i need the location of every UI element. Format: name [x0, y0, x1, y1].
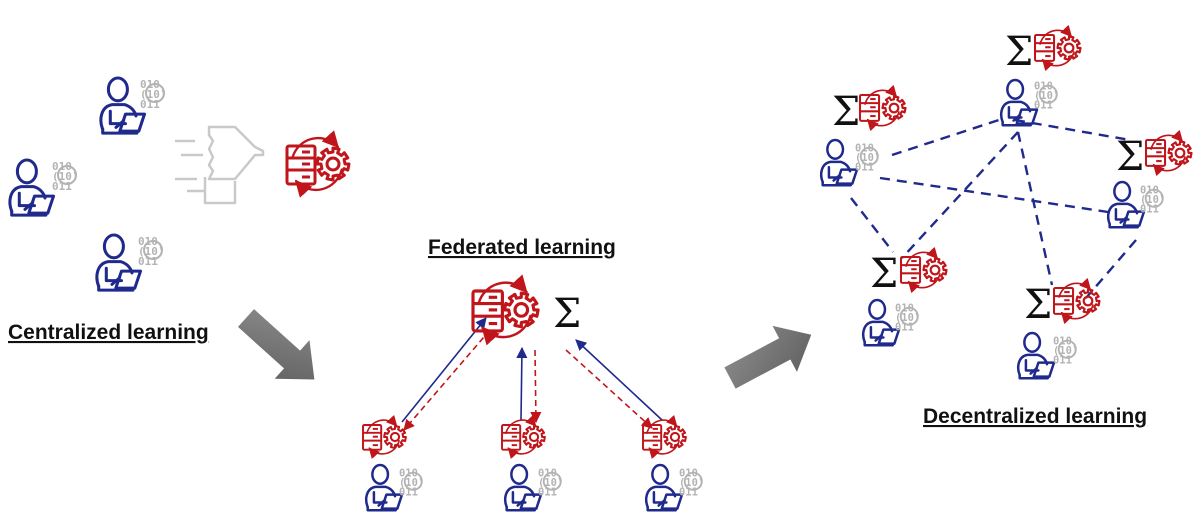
- refresh-cycle-icon: [291, 130, 343, 198]
- peer-link: [1016, 131, 1054, 286]
- user-laptop-icon: [1017, 331, 1056, 380]
- peer-link: [901, 131, 1019, 259]
- server-icon: [285, 144, 317, 186]
- gear-icon: [315, 146, 351, 182]
- sigma-aggregation-icon: Σ: [553, 291, 581, 337]
- refresh-cycle-icon: [366, 414, 400, 460]
- sigma-aggregation-icon: Σ: [870, 251, 898, 297]
- refresh-cycle-icon: [646, 414, 680, 460]
- binary-data-icon: 010(10)011: [679, 468, 704, 499]
- refresh-cycle-icon: [864, 84, 900, 132]
- peer-link: [850, 197, 894, 253]
- icon-layer: 010(10)011010(10)011010(10)011Σ010(10)01…: [8, 24, 1193, 512]
- refresh-cycle-icon: [1150, 129, 1186, 177]
- gear-icon: [922, 257, 948, 283]
- peer-link: [1014, 118, 1131, 142]
- model-update-arrow: [403, 329, 491, 431]
- sigma-aggregation-icon: Σ: [1024, 282, 1052, 328]
- gear-icon: [502, 291, 540, 329]
- server-icon: [471, 289, 504, 333]
- server-icon: [1052, 286, 1075, 315]
- server-icon: [1033, 33, 1056, 62]
- model-update-arrow: [401, 317, 487, 423]
- connection-links: [401, 116, 1137, 431]
- user-laptop-icon: [365, 463, 404, 512]
- peer-link: [1085, 239, 1137, 299]
- gear-icon: [1167, 140, 1193, 166]
- binary-data-icon: 010(10)011: [1140, 185, 1165, 216]
- gear-icon: [522, 425, 546, 449]
- model-update-arrow: [565, 349, 653, 429]
- user-laptop-icon: [1107, 180, 1146, 229]
- refresh-cycle-icon: [1058, 277, 1094, 325]
- binary-data-icon: 010(10)011: [1053, 336, 1078, 367]
- sigma-aggregation-icon: Σ: [832, 89, 860, 135]
- flow-arrow-icon: [724, 325, 812, 389]
- user-laptop-icon: [95, 233, 143, 292]
- centralized-learning-label: Centralized learning: [8, 321, 209, 344]
- sigma-aggregation-icon: Σ: [1116, 134, 1144, 180]
- sigma-aggregation-icon: Σ: [1005, 29, 1033, 75]
- binary-data-icon: 010(10)011: [538, 468, 563, 499]
- federated-learning-label: Federated learning: [428, 236, 616, 259]
- binary-data-icon: 010(10)011: [1034, 81, 1059, 112]
- binary-data-icon: 010(10)011: [138, 235, 165, 268]
- binary-data-icon: 010(10)011: [855, 143, 880, 174]
- server-icon: [362, 424, 383, 451]
- refresh-cycle-icon: [505, 414, 539, 460]
- user-laptop-icon: [645, 463, 684, 512]
- peer-link: [891, 116, 1006, 157]
- server-icon: [1144, 138, 1167, 167]
- gear-icon: [663, 425, 687, 449]
- refresh-cycle-icon: [1039, 24, 1075, 72]
- gear-icon: [383, 425, 407, 449]
- decentralized-learning-label: Decentralized learning: [923, 405, 1147, 428]
- peer-link: [879, 176, 1109, 214]
- server-icon: [899, 255, 922, 284]
- model-update-arrow: [530, 349, 542, 424]
- user-laptop-icon: [8, 158, 56, 217]
- refresh-cycle-icon: [905, 246, 941, 294]
- data-funnel-icon: [175, 125, 265, 205]
- binary-data-icon: 010(10)011: [52, 160, 79, 193]
- user-laptop-icon: [1000, 78, 1039, 127]
- binary-data-icon: 010(10)011: [140, 78, 167, 111]
- model-update-arrow: [516, 346, 528, 421]
- binary-data-icon: 010(10)011: [895, 303, 920, 334]
- gear-icon: [1075, 288, 1101, 314]
- gear-icon: [881, 95, 907, 121]
- model-update-arrow: [575, 339, 663, 421]
- binary-data-icon: 010(10)011: [399, 468, 424, 499]
- user-laptop-icon: [862, 298, 901, 347]
- user-laptop-icon: [820, 138, 859, 187]
- server-icon: [642, 424, 663, 451]
- refresh-cycle-icon: [477, 274, 532, 346]
- user-laptop-icon: [504, 463, 543, 512]
- gear-icon: [1056, 35, 1082, 61]
- flow-arrow-icon: [237, 309, 315, 380]
- user-laptop-icon: [99, 76, 147, 135]
- server-icon: [501, 424, 522, 451]
- server-icon: [858, 93, 881, 122]
